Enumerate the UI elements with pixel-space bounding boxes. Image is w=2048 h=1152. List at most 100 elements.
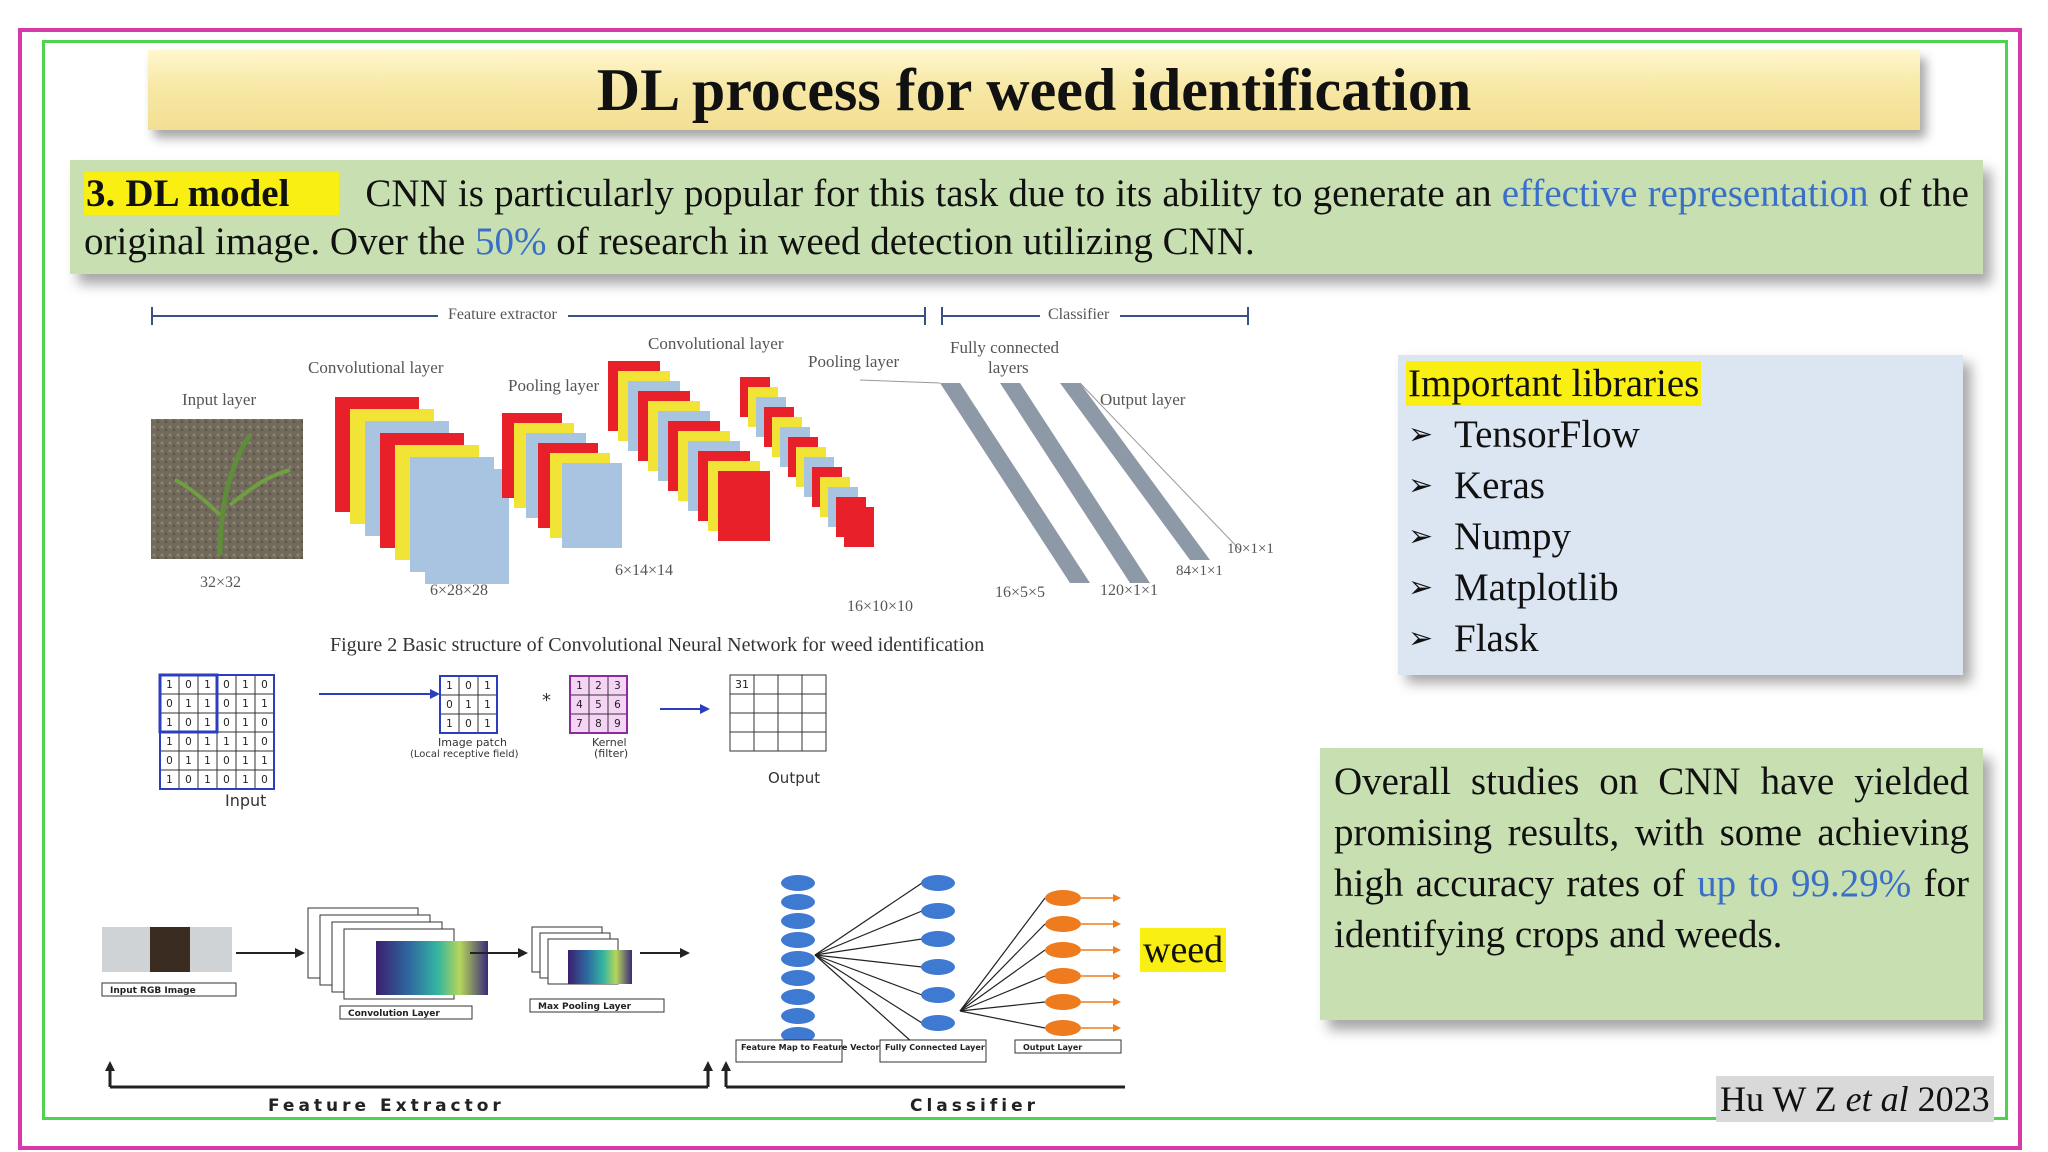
arrow-bullet-icon: ➢ xyxy=(1408,417,1434,452)
library-item: ➢Numpy xyxy=(1408,511,1640,562)
page-title: DL process for weed identification xyxy=(596,56,1472,123)
matrix-value: 1 xyxy=(576,680,583,692)
matrix-value: 6 xyxy=(614,699,621,711)
matrix-value: 0 xyxy=(166,698,173,710)
matrix-value: 0 xyxy=(261,774,268,786)
summary-paragraph: Overall studies on CNN have yielded prom… xyxy=(1334,756,1969,960)
summary-text-1: Overall studies on CNN have yielded prom… xyxy=(1334,760,1969,905)
conv-layer-2-stack xyxy=(608,361,770,541)
conv-layer-1-stack xyxy=(335,397,509,584)
matrix-value: 1 xyxy=(204,698,211,710)
matrix-value: 8 xyxy=(595,718,602,730)
feature-map-sheet xyxy=(844,507,874,547)
matrix-cell xyxy=(729,731,755,752)
dim-out-label: 10×1×1 xyxy=(1227,541,1274,557)
feature-map-sheet xyxy=(718,471,770,541)
dim-pool2-label: 16×5×5 xyxy=(995,584,1045,601)
neuron xyxy=(921,959,955,975)
pooling-layer-1-label: Pooling layer xyxy=(508,376,599,395)
neuron xyxy=(921,875,955,891)
matrix-cell xyxy=(801,674,827,695)
summary-box: Overall studies on CNN have yielded prom… xyxy=(1320,748,1983,1020)
input-rgb-label: Input RGB Image xyxy=(110,986,196,996)
matrix-cell xyxy=(753,674,779,695)
neuron xyxy=(781,1008,815,1024)
dl-text-1: CNN is particularly popular for this tas… xyxy=(365,172,1492,215)
matrix-value: 0 xyxy=(185,679,192,691)
matrix-cell xyxy=(777,693,803,714)
matrix-value: 1 xyxy=(204,755,211,767)
dim-conv1-label: 6×28×28 xyxy=(430,582,488,599)
matrix-value: 0 xyxy=(223,679,230,691)
dim-fc1-label: 120×1×1 xyxy=(1100,582,1158,599)
fully-connected-label-2: layers xyxy=(988,358,1029,377)
matrix-cell xyxy=(753,712,779,733)
feature-extractor-bracket-label: Feature Extractor xyxy=(268,1096,505,1115)
libraries-title: Important libraries xyxy=(1406,361,1702,406)
summary-highlight: up to 99.29% xyxy=(1697,862,1912,905)
library-name: Numpy xyxy=(1454,515,1571,558)
matrix-value: 0 xyxy=(223,717,230,729)
pool-layer-2-stack xyxy=(740,377,874,547)
dl-text-3: of research in weed detection utilizing … xyxy=(556,220,1255,263)
matrix-value: 1 xyxy=(166,736,173,748)
neuron xyxy=(781,894,815,910)
matrix-value: 1 xyxy=(223,736,230,748)
matrix-value: 0 xyxy=(261,717,268,729)
neuron xyxy=(781,913,815,929)
fc-band-1 xyxy=(940,383,1090,583)
slide-frame-inner xyxy=(42,40,2008,1120)
arrow-bullet-icon: ➢ xyxy=(1408,468,1434,503)
cnn-pipeline-figure: Input RGB Image Convolution Layer Max Po… xyxy=(101,875,1125,1115)
classifier-bracket-label: Classifier xyxy=(910,1096,1039,1115)
libraries-list: ➢TensorFlow➢Keras➢Numpy➢Matplotlib➢Flask xyxy=(1408,409,1640,664)
conv-layer-label: Convolution Layer xyxy=(348,1009,440,1019)
matrix-value: 1 xyxy=(204,717,211,729)
arrow-bullet-icon: ➢ xyxy=(1408,570,1434,605)
matrix-value: 1 xyxy=(261,698,268,710)
patch-sub-label: (Local receptive field) xyxy=(410,749,519,760)
matrix-value: 1 xyxy=(204,736,211,748)
citation-etal: et al xyxy=(1845,1079,1909,1119)
library-name: TensorFlow xyxy=(1454,413,1640,456)
matrix-value: 0 xyxy=(223,774,230,786)
matrix-value: 1 xyxy=(484,699,491,711)
library-item: ➢ Matplotlib xyxy=(1408,562,1640,613)
matrix-cell xyxy=(777,731,803,752)
matrix-value: 0 xyxy=(223,755,230,767)
library-name: Matplotlib xyxy=(1454,566,1619,609)
matrix-value: 0 xyxy=(185,717,192,729)
matrix-value: 0 xyxy=(465,718,472,730)
matrix-value: 0 xyxy=(166,755,173,767)
neuron xyxy=(781,951,815,967)
output-neuron xyxy=(1045,890,1081,906)
citation: Hu W Z et al 2023 xyxy=(1716,1076,1994,1122)
library-item: ➢ Keras xyxy=(1408,460,1640,511)
neuron xyxy=(921,903,955,919)
kernel-label: Kernel xyxy=(592,736,627,749)
output-neuron xyxy=(1045,916,1081,932)
output-neuron xyxy=(1045,1020,1081,1036)
dim-input-label: 32×32 xyxy=(200,574,241,591)
matrix-value: 0 xyxy=(223,698,230,710)
matrix-value: 5 xyxy=(595,699,602,711)
output-matrix: 31 xyxy=(729,674,827,752)
output-neuron xyxy=(1045,994,1081,1010)
matrix-value: 1 xyxy=(242,774,249,786)
library-name: Flask xyxy=(1454,617,1539,660)
feature-vector-label: Feature Map to Feature Vector xyxy=(741,1043,880,1052)
conv-layer-2-label: Convolutional layer xyxy=(648,334,784,353)
library-name: Keras xyxy=(1454,464,1545,507)
matrix-value: 1 xyxy=(484,718,491,730)
matrix-cell xyxy=(777,712,803,733)
dim-fc2-label: 84×1×1 xyxy=(1176,563,1223,579)
fc-band-2 xyxy=(1000,383,1150,583)
conv-layer-1-label: Convolutional layer xyxy=(308,358,444,377)
slide-frame-outer xyxy=(18,28,2022,1150)
matrix-cell xyxy=(753,731,779,752)
neuron xyxy=(921,1015,955,1031)
matrix-value: 0 xyxy=(185,774,192,786)
matrix-value: 0 xyxy=(185,736,192,748)
